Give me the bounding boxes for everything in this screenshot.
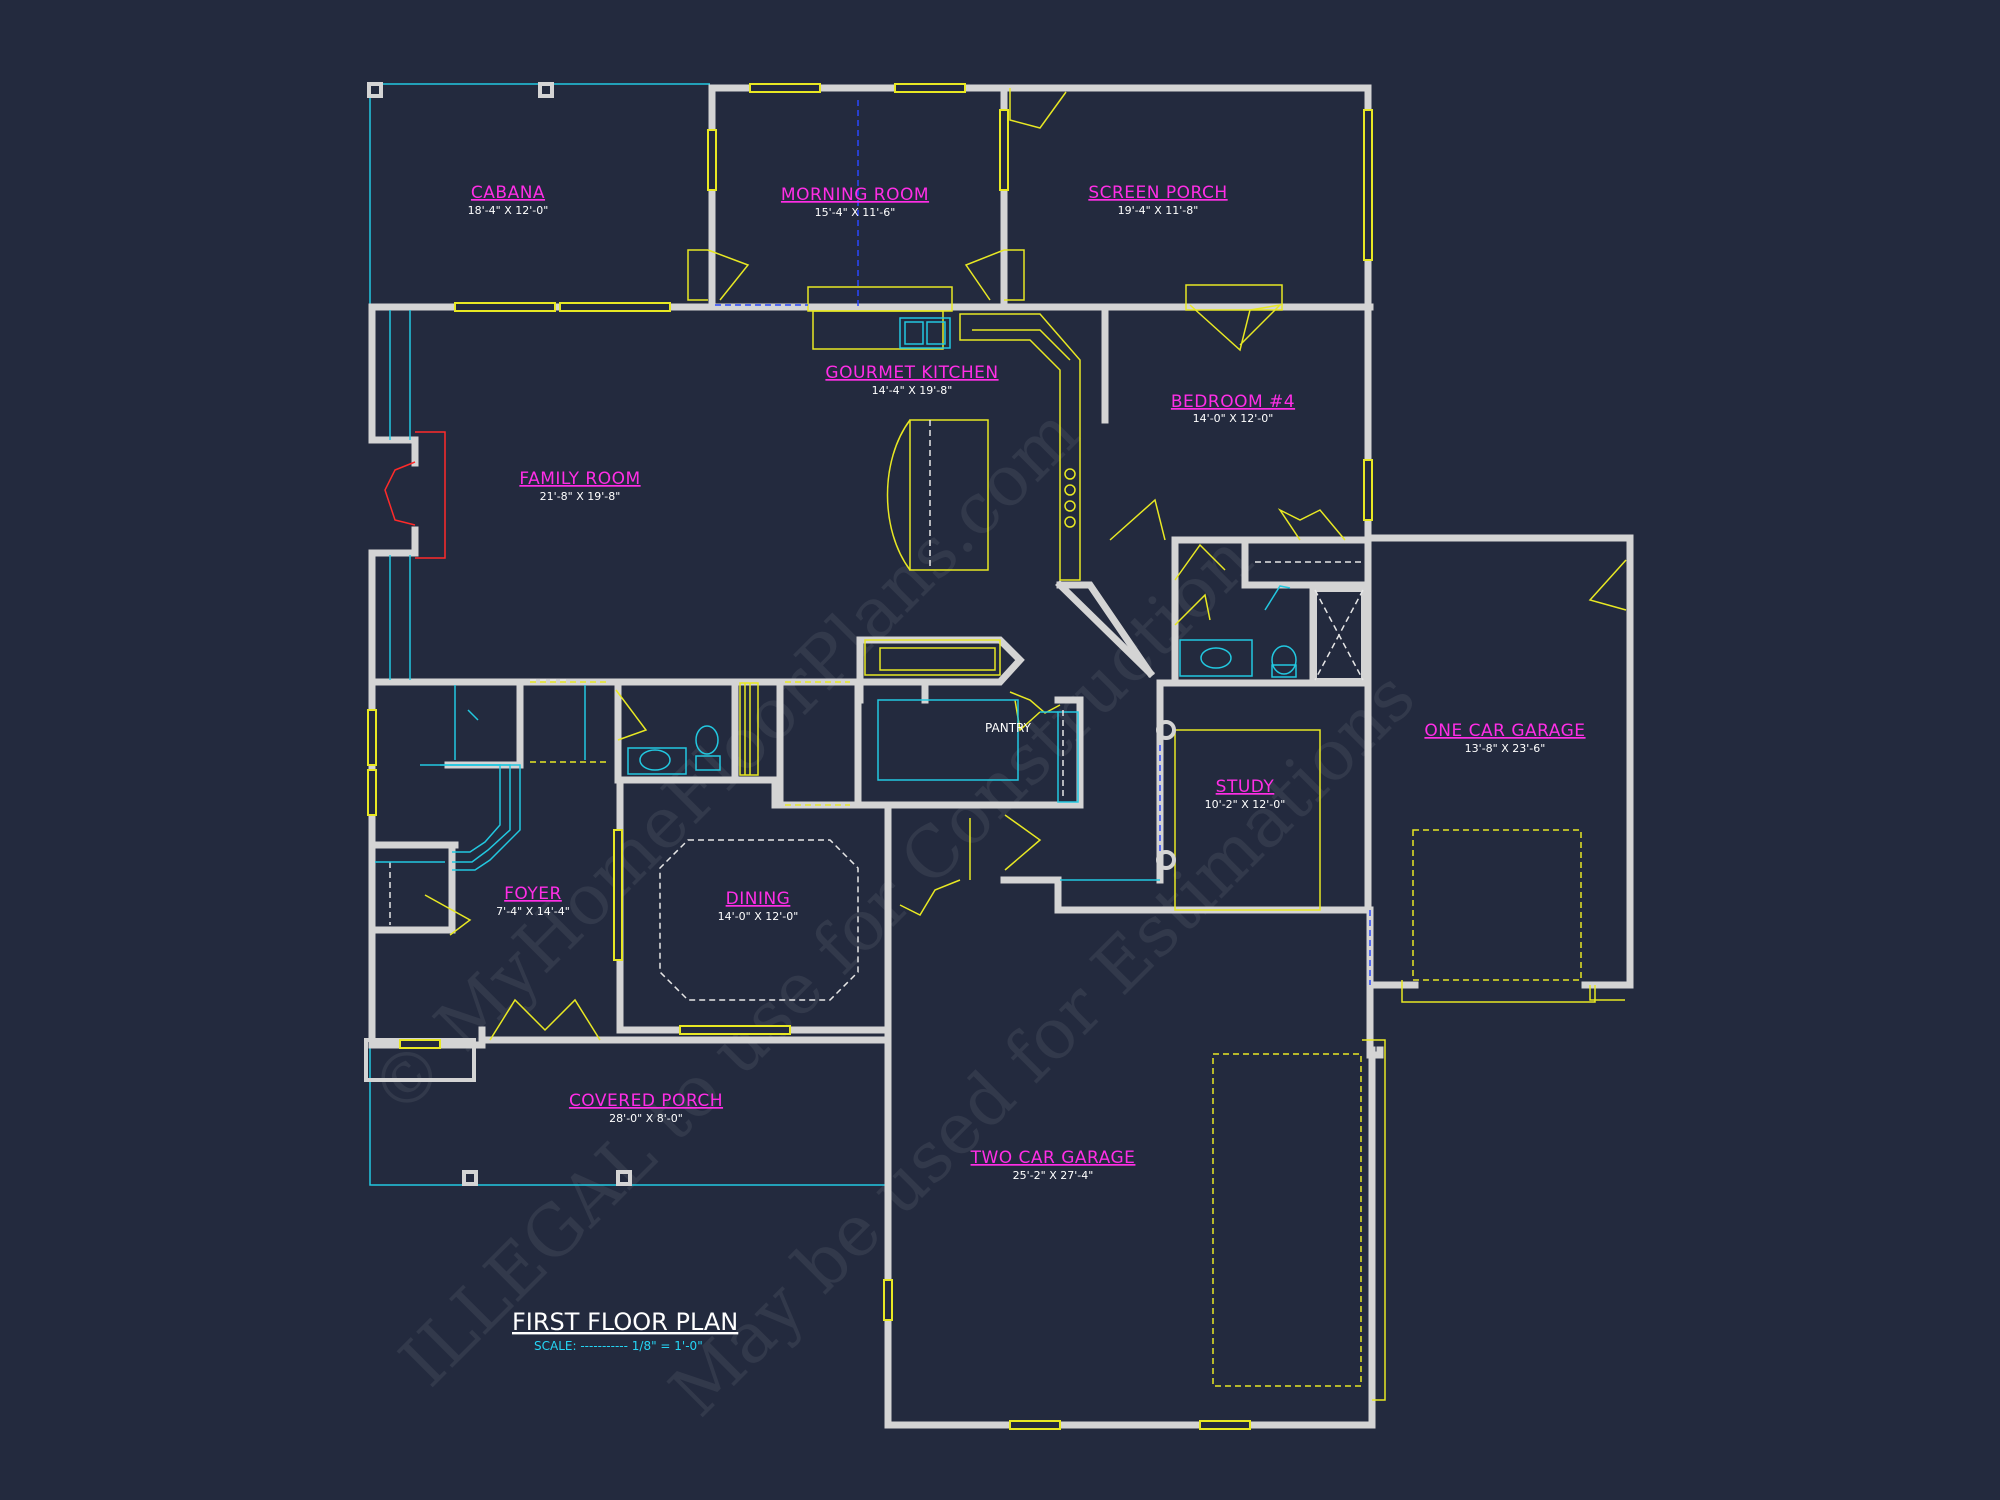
study-name: STUDY	[1216, 777, 1275, 797]
powder-fixtures	[627, 725, 721, 775]
study-fixtures	[1060, 720, 1321, 911]
covered-porch-name: COVERED PORCH	[569, 1091, 723, 1111]
screen-porch-name: SCREEN PORCH	[1088, 183, 1227, 203]
cabana-name: CABANA	[471, 183, 545, 203]
one-car-garage-dims: 13'-8" X 23'-6"	[1465, 742, 1546, 755]
bedroom-4-dims: 14'-0" X 12'-0"	[1193, 412, 1274, 425]
two-car-garage-name: TWO CAR GARAGE	[970, 1148, 1136, 1168]
foyer-closet	[375, 861, 445, 925]
family-room-dims: 21'-8" X 19'-8"	[540, 490, 621, 503]
family-room-name: FAMILY ROOM	[519, 469, 640, 489]
bath-fixtures	[1179, 561, 1365, 682]
stairs	[420, 679, 971, 916]
dining-table	[659, 839, 859, 1001]
pantry-fixtures	[864, 639, 1079, 803]
screen-porch-dims: 19'-4" X 11'-8"	[1118, 204, 1199, 217]
doors	[424, 88, 1627, 1041]
gourmet-kitchen-name: GOURMET KITCHEN	[825, 363, 998, 383]
plan-title: FIRST FLOOR PLAN	[512, 1308, 738, 1336]
dining-dims: 14'-0" X 12'-0"	[718, 910, 799, 923]
garage-fixtures	[1212, 829, 1596, 1401]
one-car-garage-name: ONE CAR GARAGE	[1424, 721, 1585, 741]
covered-porch-dims: 28'-0" X 8'-0"	[609, 1112, 683, 1125]
fireplace	[384, 431, 446, 559]
morning-room-dims: 15'-4" X 11'-6"	[815, 206, 896, 219]
morning-room-name: MORNING ROOM	[781, 185, 929, 205]
study-dims: 10'-2" X 12'-0"	[1205, 798, 1286, 811]
foyer-dims: 7'-4" X 14'-4"	[496, 905, 570, 918]
kitchen-fixtures	[715, 100, 1081, 581]
bedroom-4-name: BEDROOM #4	[1171, 392, 1295, 412]
room-labels: CABANA 18'-4" X 12'-0" MORNING ROOM 15'-…	[468, 183, 1585, 1182]
plan-title-block: FIRST FLOOR PLAN SCALE: ----------- 1/8"…	[512, 1308, 738, 1353]
pantry-name: PANTRY	[985, 721, 1032, 735]
dining-name: DINING	[726, 889, 791, 909]
gourmet-kitchen-dims: 14'-4" X 19'-8"	[872, 384, 953, 397]
two-car-garage-dims: 25'-2" X 27'-4"	[1013, 1169, 1094, 1182]
cabana-dims: 18'-4" X 12'-0"	[468, 204, 549, 217]
windows	[367, 83, 1373, 1430]
foyer-name: FOYER	[504, 884, 562, 904]
walls	[368, 84, 1634, 1429]
plan-scale: SCALE: ----------- 1/8" = 1'-0"	[534, 1339, 703, 1353]
family-room-lines	[389, 310, 411, 680]
